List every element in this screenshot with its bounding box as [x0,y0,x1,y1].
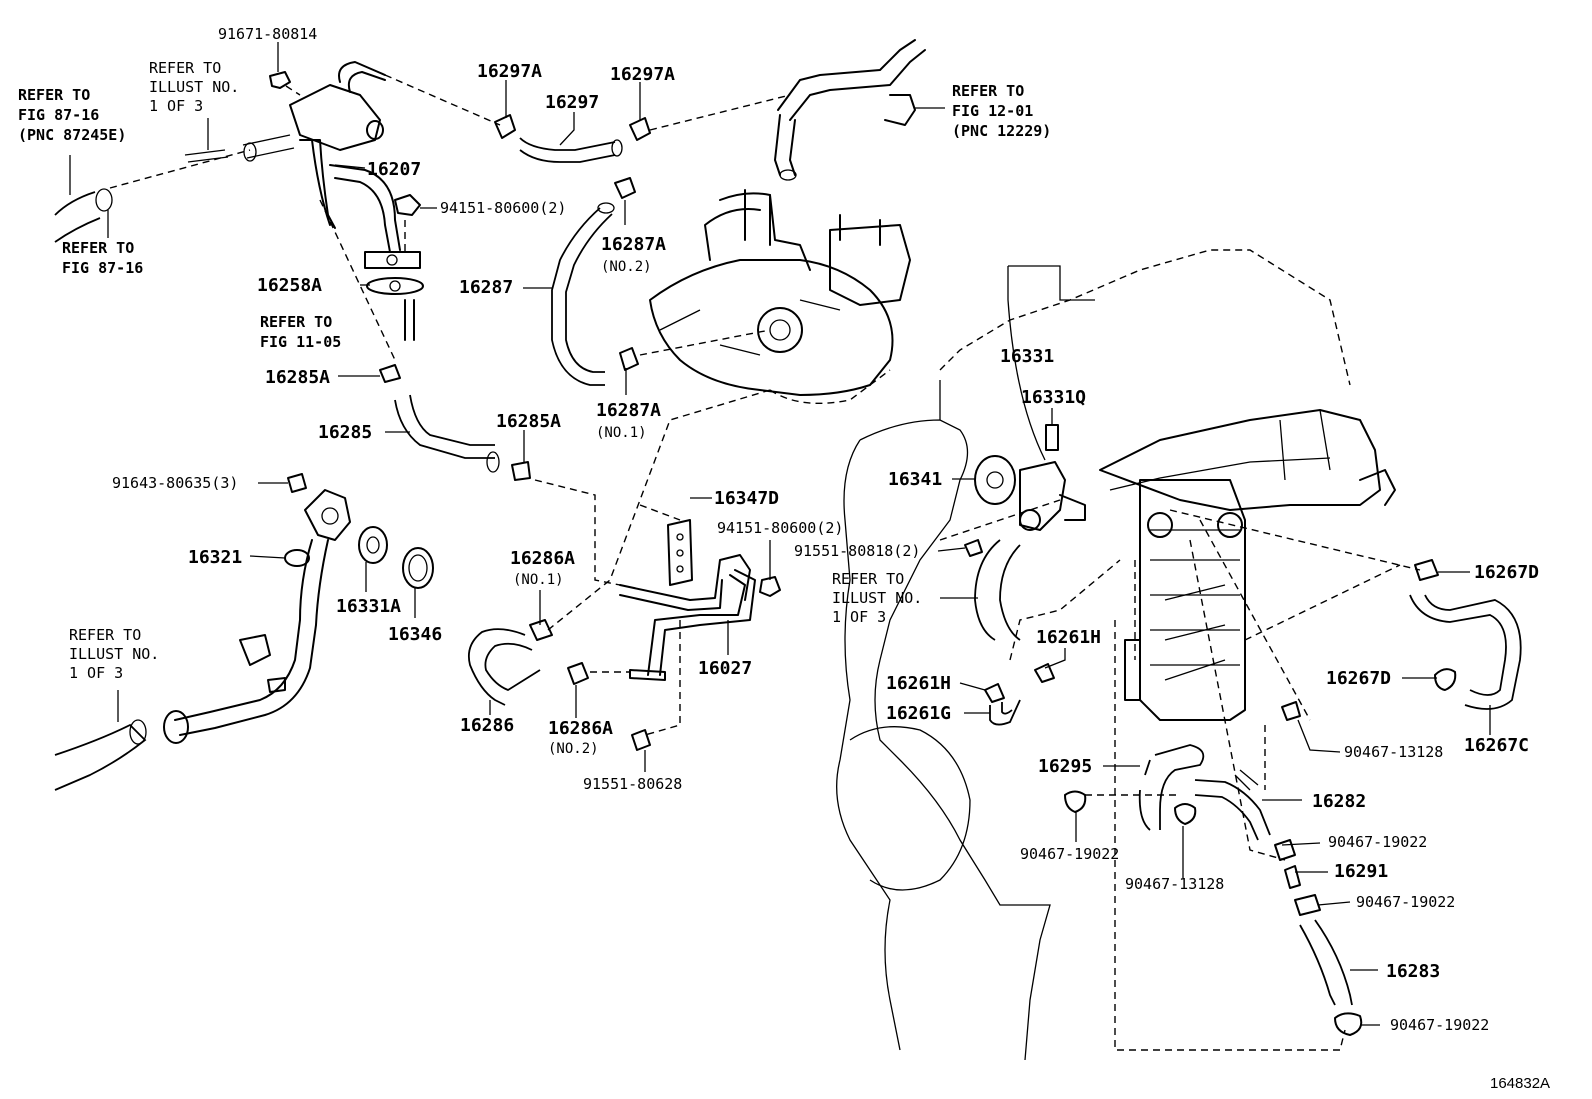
label-16285A-left: 16285A [265,367,330,388]
label-16286A-no2: 16286A [548,718,613,739]
label-90467-19022-c: 90467-19022 [1390,1016,1489,1034]
label-16331Q: 16331Q [1021,387,1086,408]
label-16286: 16286 [460,715,514,736]
label-16341: 16341 [888,469,942,490]
part-illustrations [54,39,1522,1061]
label-16267C: 16267C [1464,735,1529,756]
label-16285A-right: 16285A [496,411,561,432]
label-90467-13128-right: 90467-13128 [1344,743,1443,761]
label-no1-mid: (NO.1) [513,572,564,588]
label-16267D-top: 16267D [1474,562,1539,583]
label-16287: 16287 [459,277,513,298]
label-16321: 16321 [188,547,242,568]
label-16291: 16291 [1334,861,1388,882]
label-16287A-no2: 16287A [601,234,666,255]
label-16346: 16346 [388,624,442,645]
label-16283: 16283 [1386,961,1440,982]
label-16347D: 16347D [714,488,779,509]
label-16285: 16285 [318,422,372,443]
label-16261H-mid: 16261H [886,673,951,694]
figure-id: 164832A [1490,1075,1550,1092]
label-16261H-top: 16261H [1036,627,1101,648]
label-90467-19022-a: 90467-19022 [1328,833,1427,851]
label-no2-mid: (NO.2) [548,741,599,757]
label-16286A-no1: 16286A [510,548,575,569]
connection-lines [109,74,1421,1051]
label-16297: 16297 [545,92,599,113]
label-16027: 16027 [698,658,752,679]
label-94151-80600-mid: 94151-80600(2) [717,519,843,537]
label-16267D-mid: 16267D [1326,668,1391,689]
label-90467-19022-left: 90467-19022 [1020,845,1119,863]
label-91643-80635: 91643-80635(3) [112,474,238,492]
label-16297A-right: 16297A [610,64,675,85]
label-90467-13128-mid: 90467-13128 [1125,875,1224,893]
label-16258A: 16258A [257,275,322,296]
label-no1-top: (NO.1) [596,425,647,441]
label-16207: 16207 [367,159,421,180]
label-91551-80818: 91551-80818(2) [794,542,920,560]
part-number-labels: 91671-80814 16297A 16297 16297A 16207 94… [112,25,1539,1034]
leader-lines [69,42,1491,1026]
label-16331: 16331 [1000,346,1054,367]
label-16282: 16282 [1312,791,1366,812]
label-16331A: 16331A [336,596,401,617]
label-91671-80814: 91671-80814 [218,25,317,43]
label-90467-19022-b: 90467-19022 [1356,893,1455,911]
label-16261G: 16261G [886,703,951,724]
label-16297A-left: 16297A [477,61,542,82]
label-16287A-no1: 16287A [596,400,661,421]
label-94151-80600-top: 94151-80600(2) [440,199,566,217]
label-no2-top: (NO.2) [601,259,652,275]
label-16295: 16295 [1038,756,1092,777]
label-91551-80628: 91551-80628 [583,775,682,793]
